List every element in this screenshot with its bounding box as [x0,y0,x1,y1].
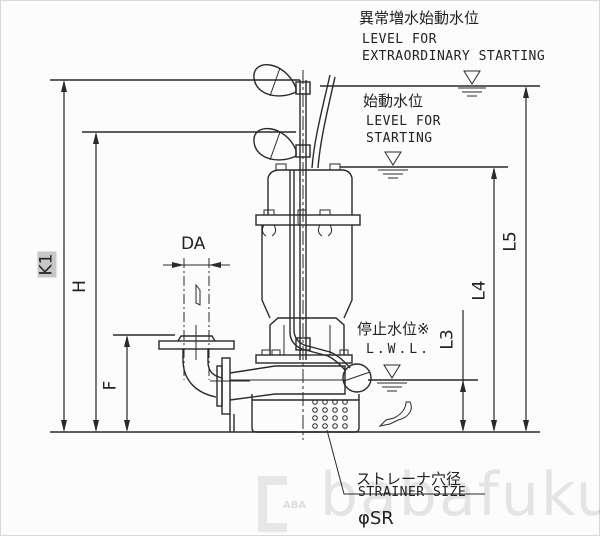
dim-label-f: F [100,380,121,391]
strainer-body [251,394,360,433]
discharge-ball [342,363,372,393]
starting-level-en-2: STARTING [366,131,433,146]
extraordinary-level-marker [458,70,486,97]
motor-flange [255,354,353,364]
lower-float [253,127,297,161]
stop-level-marker [377,364,407,392]
dim-label-l4: L4 [469,280,490,301]
power-cable [311,74,331,169]
dim-label-l5: L5 [500,231,521,252]
strainer-holes [312,399,348,429]
watermark-text: babafuku [320,460,600,530]
extraordinary-level-jp: 異常増水始動水位 [359,9,480,27]
upper-float [253,64,297,97]
extraordinary-level-en-1: LEVEL FOR [362,32,437,47]
strainer-en: STRAINER SIZE [358,485,467,500]
motor-mid-flange [255,214,361,226]
strainer-jp: ストレーナ穴径 [356,470,462,488]
starting-level-marker [378,151,408,179]
rotation-arrow-icon [378,401,412,427]
strainer-leader [326,429,345,495]
motor-body [261,225,353,319]
starting-level-jp: 始動水位 [363,92,424,110]
extraordinary-level-en-2: EXTRAORDINARY STARTING [362,49,546,64]
dim-label-k1: K1 [36,251,57,278]
pump-flange [221,357,231,415]
motor-upper [267,169,353,215]
dim-label-l3: L3 [437,329,458,350]
stop-level-en: L.W.L. [366,342,431,357]
watermark-logo-text: ABA [283,500,307,511]
dim-label-da: DA [181,234,206,254]
discharge-flange [158,340,235,350]
starting-level-en-1: LEVEL FOR [366,114,441,129]
elbow-outer [182,349,217,398]
watermark-logo-icon [258,476,287,532]
stop-level-jp: 停止水位※ [357,320,430,338]
motor-lower [269,317,345,355]
discharge-casing [229,365,346,401]
dim-label-h: H [69,280,90,293]
strainer-symbol: φSR [358,508,394,529]
